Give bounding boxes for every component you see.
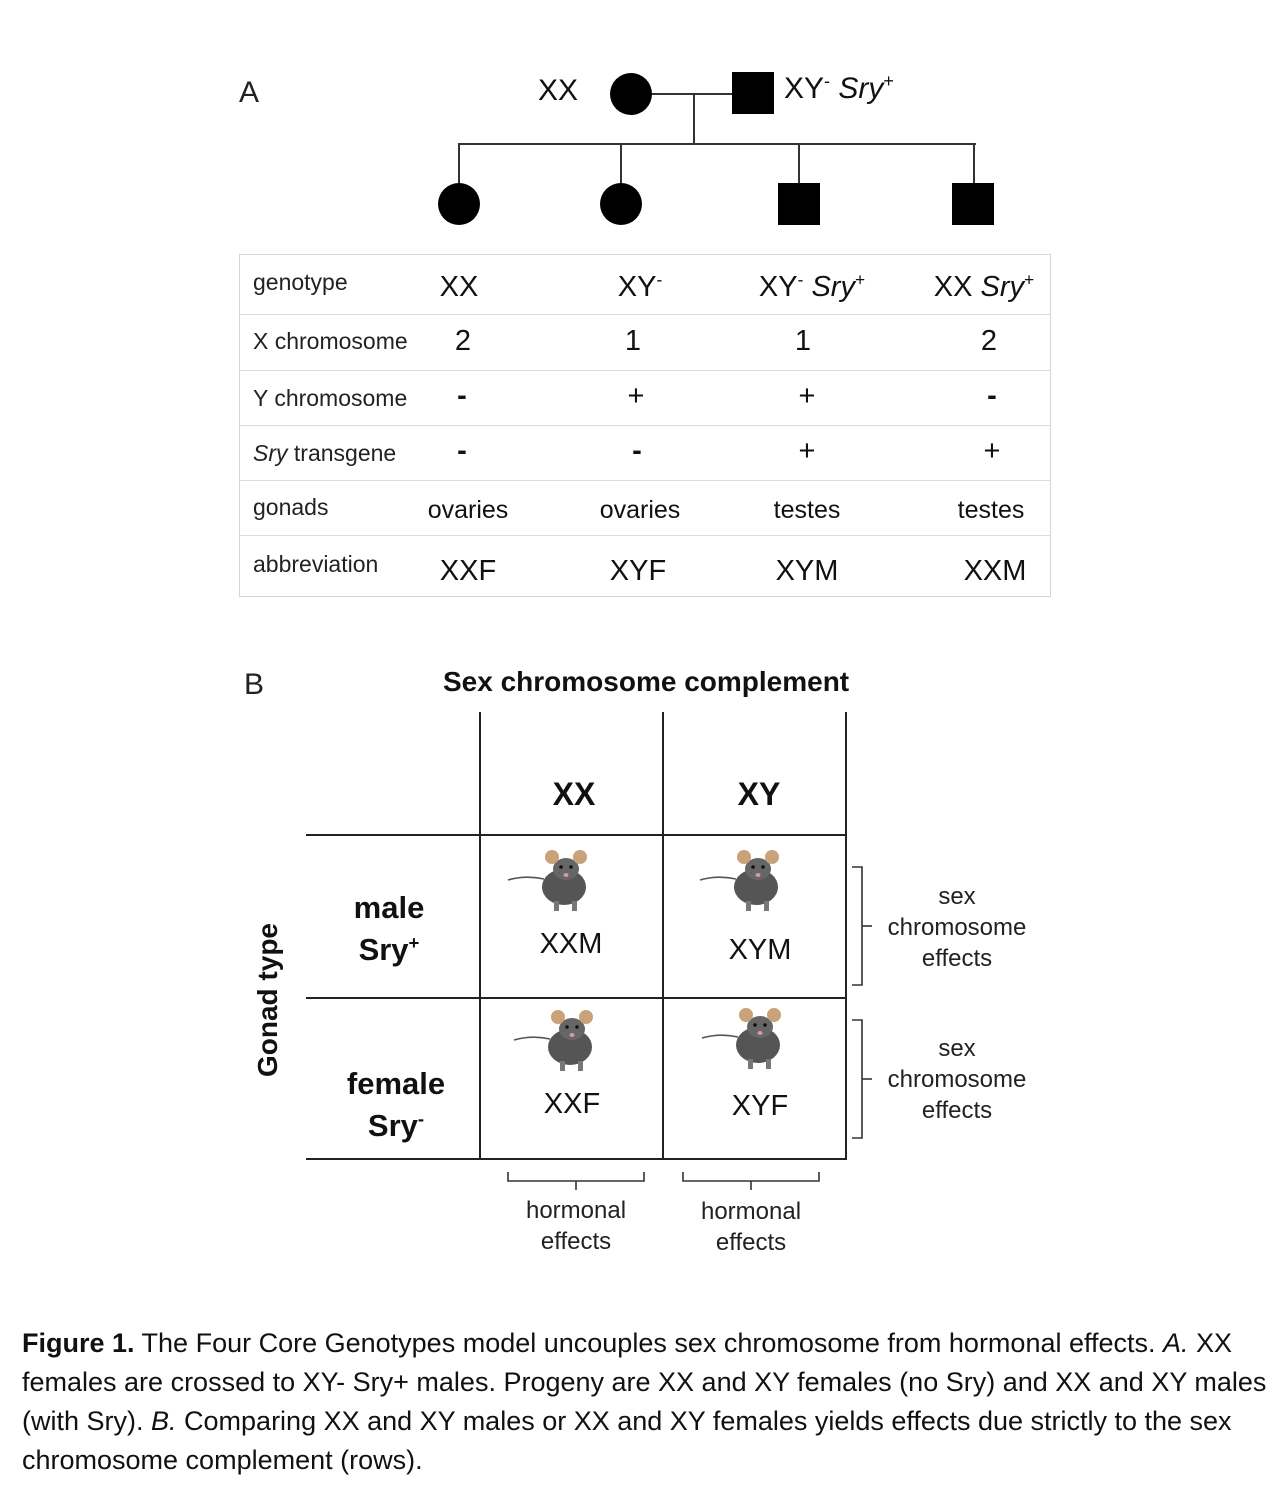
sex-chromosome-effects-label: sex chromosome effects [887,1035,1027,1124]
row-header-male: male Sry+ [353,890,425,967]
mouse-photo-icon [699,850,779,911]
grid-line [306,997,847,999]
table-cell: 1 [794,325,812,357]
row-label: Y chromosome [253,385,408,411]
row-header-female: female Sry- [346,1066,446,1143]
table-cell: - [632,435,642,467]
table-cell: - [457,380,467,412]
genotype-cell: XY- [617,269,663,303]
row-label: Sry transgene [253,440,397,466]
mother-genotype: XX [538,74,579,107]
table-cell: ovaries [599,496,681,524]
child-line-4 [973,143,975,185]
genotype-cell: XX [439,271,479,303]
table-cell: XXF [439,555,497,587]
panel-b-letter: B [244,668,265,701]
child-line-2 [620,143,622,185]
table-cell: XYM [775,555,839,587]
progeny-xy-male [778,183,820,225]
child-line-3 [798,143,800,185]
table-row-genotype: genotype XX XY- XY- Sry+ XX Sry+ [240,255,1050,315]
row-label: abbreviation [253,551,379,577]
mouse-photo-icon [507,850,587,911]
hormonal-effects-label: hormonal effects [525,1197,627,1255]
row-label: genotype [253,269,348,295]
table-cell: - [457,435,467,467]
cell-xxf: XXF [543,1088,601,1120]
table-cell: 1 [624,325,642,357]
column-title: Sex chromosome complement [443,666,850,697]
table-cell: 2 [454,325,472,357]
father-genotype: XY- Sry+ [784,71,894,105]
genotype-cell: XX Sry+ [933,269,1035,303]
table-cell: ovaries [427,496,509,524]
row-label: X chromosome [253,328,408,354]
grid-line [845,712,847,1159]
mating-line [652,93,732,95]
descent-line [693,94,695,144]
table-cell: + [798,380,816,412]
grid-line [479,712,481,1159]
hormonal-effects-label: hormonal effects [700,1198,802,1256]
table-cell: testes [773,496,841,524]
grid-line [306,1158,847,1160]
child-line-1 [458,143,460,185]
table-cell: - [987,380,997,412]
table-cell: + [798,435,816,467]
table-row-gonads: gonads ovaries ovaries testes testes [240,480,1050,536]
table-cell: + [627,380,645,412]
bottom-brace [507,1172,645,1190]
right-brace [852,866,872,986]
genotype-cell: XY- Sry+ [758,269,866,303]
panel-a-letter: A [239,76,260,109]
col-header-xx: XX [552,776,596,812]
table-row-abbreviation: abbreviation XXF XYF XYM XXM [240,535,1050,597]
progeny-xx-male [952,183,994,225]
table-row-y-chromosome: Y chromosome - + + - [240,370,1050,426]
table-cell: + [983,435,1001,467]
sibship-line [458,143,976,145]
right-brace [852,1019,872,1139]
table-cell: testes [957,496,1025,524]
sex-chromosome-effects-label: sex chromosome effects [887,883,1027,972]
cell-xxm: XXM [539,928,603,960]
col-header-xy: XY [737,776,781,812]
progeny-xy-female [600,183,642,225]
table-cell: 2 [980,325,998,357]
figure-caption: Figure 1. The Four Core Genotypes model … [22,1328,1267,1475]
table-cell: XXM [963,555,1027,587]
table-row-sry-transgene: Sry transgene - - + + [240,425,1050,481]
genotype-table: genotype XX XY- XY- Sry+ XX Sry+ X chrom… [239,254,1051,597]
cell-xyf: XYF [731,1090,789,1122]
bottom-brace [682,1172,820,1190]
mother-symbol [610,73,652,115]
progeny-xx-female [438,183,480,225]
grid-line [662,712,664,1159]
mouse-photo-icon [513,1010,593,1071]
table-cell: XYF [609,555,667,587]
row-label: gonads [253,494,329,520]
table-row-x-chromosome: X chromosome 2 1 1 2 [240,314,1050,371]
mouse-photo-icon [701,1008,781,1069]
cell-xym: XYM [728,934,792,966]
grid-line [306,834,847,836]
row-title: Gonad type [252,922,283,1078]
father-symbol [732,72,774,114]
